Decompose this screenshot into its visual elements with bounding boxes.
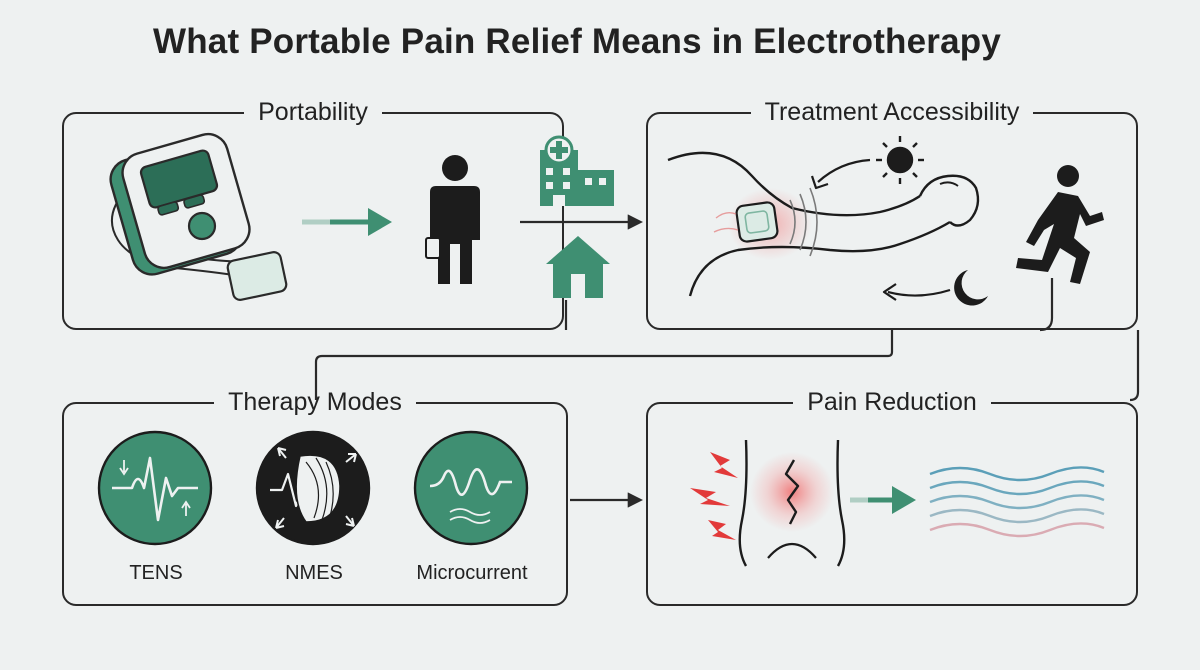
page-title: What Portable Pain Relief Means in Elect… xyxy=(152,22,1002,61)
tens-device-icon xyxy=(109,132,288,301)
connector-lines xyxy=(314,214,1140,508)
moon-icon xyxy=(954,270,988,306)
lightning-icon xyxy=(690,452,738,540)
nmes-muscle-icon xyxy=(255,430,371,546)
back-pain-icon xyxy=(738,439,846,567)
sun-icon xyxy=(876,136,924,184)
tens-wave-icon xyxy=(97,430,213,546)
curved-arrows xyxy=(810,158,951,301)
mode-label-microcurrent: Microcurrent xyxy=(416,562,528,584)
mode-label-nmes: NMES xyxy=(285,562,343,584)
home-icon xyxy=(546,236,610,298)
person-with-device-icon xyxy=(425,155,480,284)
running-person-icon xyxy=(1016,165,1104,284)
green-arrow-icon xyxy=(302,208,392,236)
hospital-icon xyxy=(540,135,614,206)
mode-label-tens: TENS xyxy=(129,562,183,584)
microcurrent-wave-icon xyxy=(413,430,529,546)
arm-electrode-icon xyxy=(667,151,980,297)
green-arrow-icon-2 xyxy=(850,486,916,514)
relief-waves-icon xyxy=(929,466,1105,538)
